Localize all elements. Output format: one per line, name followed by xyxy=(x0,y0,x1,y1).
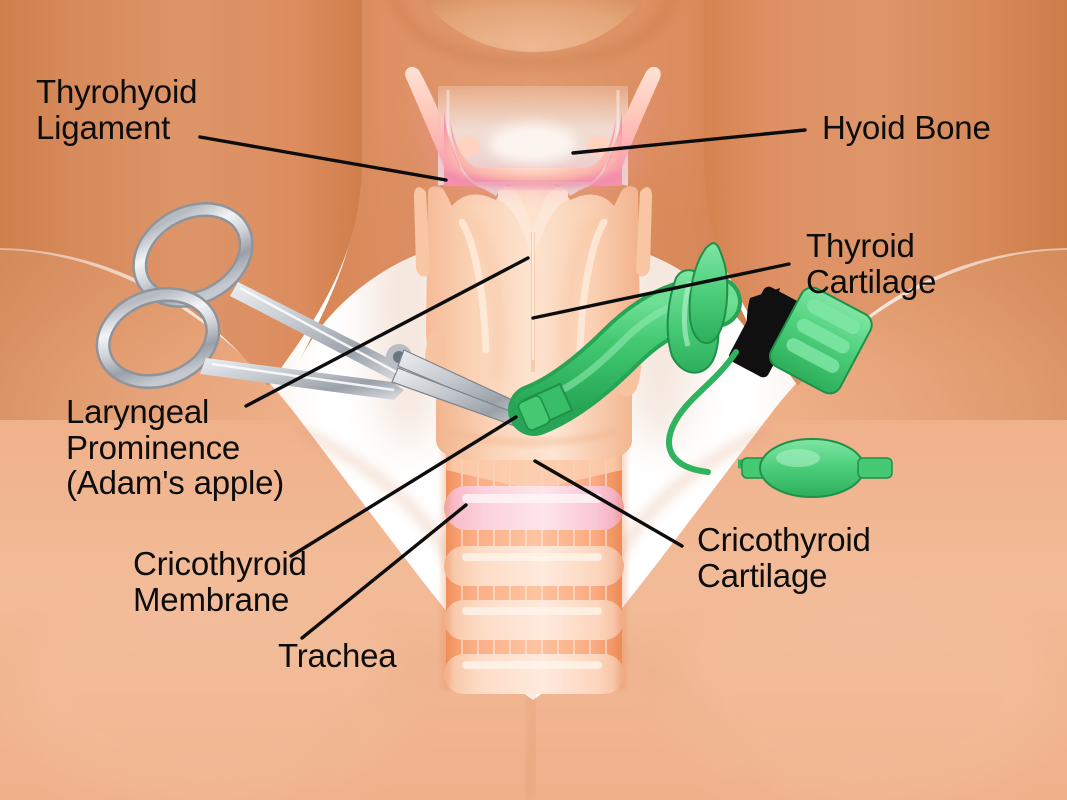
label-hyoid-bone: Hyoid Bone xyxy=(822,109,991,146)
label-cricothyroid-membrane: Cricothyroid Membrane xyxy=(133,545,307,618)
trachea-ring-gloss xyxy=(462,553,602,561)
trachea-ring-highlight-gloss xyxy=(462,494,602,503)
surgical-scissors[interactable] xyxy=(92,192,541,431)
tube-flange-gloss xyxy=(681,281,693,347)
pilot-balloon-gloss xyxy=(776,449,820,467)
tube-tip xyxy=(517,395,551,431)
leader-line-trachea xyxy=(300,503,468,640)
scissors-ring-upper[interactable] xyxy=(124,192,262,319)
jaw-shadow xyxy=(390,0,676,67)
label-cricothyroid-cartilage: Cricothyroid Cartilage xyxy=(697,521,871,594)
tube-flange-wing xyxy=(688,242,729,345)
superior-horn-right xyxy=(636,187,652,277)
hyoid-lower-edge xyxy=(446,173,620,188)
laryngeal-prominence xyxy=(498,185,568,258)
leader-line-cricothyroid-cartilage xyxy=(533,459,684,548)
inflation-line xyxy=(666,349,739,475)
lamina-gloss-right xyxy=(576,218,608,354)
tube-black-collar xyxy=(728,286,804,378)
scissors-ring-lower[interactable] xyxy=(92,281,224,395)
balloon-valve xyxy=(857,457,893,479)
trachea-ring-gloss xyxy=(462,661,602,669)
shoulder-highlight-left xyxy=(20,590,400,800)
trachea xyxy=(442,428,626,694)
shoulder-highlight-right xyxy=(676,590,1056,800)
leader-line-thyrohyoid-ligament xyxy=(198,135,448,182)
pilot-balloon[interactable] xyxy=(759,438,865,498)
hyoid-center-highlight xyxy=(489,124,577,164)
connector-rib xyxy=(786,338,840,373)
label-thyroid-cartilage: Thyroid Cartilage xyxy=(806,227,937,300)
leader-line-thyroid-cartilage xyxy=(531,262,791,320)
trachea-ring xyxy=(444,546,624,586)
label-laryngeal-prominence: Laryngeal Prominence (Adam's apple) xyxy=(66,393,285,502)
trachea-ring xyxy=(444,654,624,694)
scissors-gloss-upper xyxy=(239,286,397,374)
lamina-shade-left xyxy=(465,212,506,384)
connector-rib xyxy=(807,299,860,334)
label-thyrohyoid-ligament: Thyrohyoid Ligament xyxy=(36,73,198,146)
sternum-line xyxy=(524,689,537,800)
tube-connector[interactable] xyxy=(766,283,876,397)
superior-horn-left xyxy=(414,187,430,277)
trachea-ring-highlight xyxy=(444,486,624,530)
leader-line-cricothyroid-membrane xyxy=(289,415,518,558)
trachea-ring-gloss xyxy=(462,607,602,615)
label-trachea: Trachea xyxy=(278,637,397,674)
trachea-ring xyxy=(444,600,624,640)
hyoid-lesser-horn-left xyxy=(457,135,479,157)
leader-lines xyxy=(198,128,807,640)
trachea-edge-shadow-right xyxy=(618,428,626,690)
lamina-gloss-left xyxy=(458,218,490,354)
leader-line-laryngeal-prominence xyxy=(244,256,530,408)
leader-line-hyoid-bone xyxy=(571,128,807,155)
trachea-edge-shadow-left xyxy=(442,428,450,690)
hyoid-body xyxy=(450,118,616,182)
chin xyxy=(423,0,643,52)
hyoid-bone xyxy=(405,66,661,188)
cricoid-shadow xyxy=(451,428,617,446)
tracheostomy-tube[interactable] xyxy=(508,242,893,498)
connector-rib xyxy=(796,318,850,354)
